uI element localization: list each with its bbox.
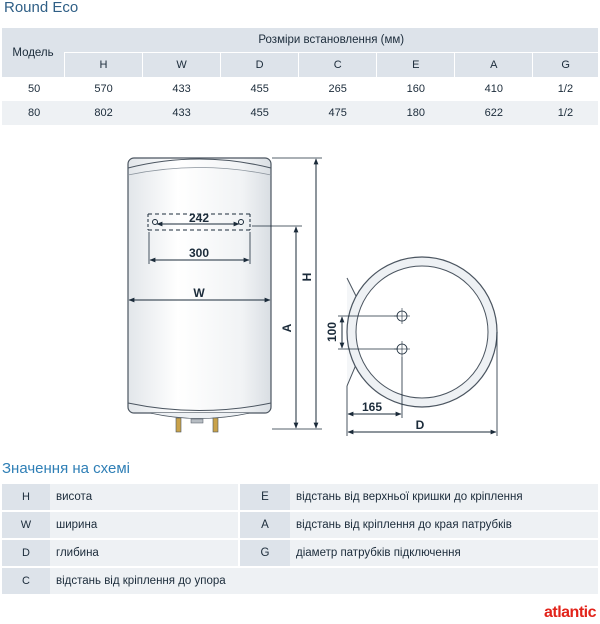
legend-row: W ширина A відстань від кріплення до кра… bbox=[2, 511, 598, 540]
legend-value: діаметр патрубків підключення bbox=[290, 539, 598, 568]
dimension-w-label: W bbox=[193, 286, 205, 300]
table-cell: 1/2 bbox=[532, 101, 598, 125]
table-cell: 265 bbox=[328, 83, 347, 95]
legend-key: W bbox=[2, 511, 50, 540]
legend-title: Значення на схемі bbox=[2, 460, 130, 477]
table-cell: 410 bbox=[484, 83, 504, 95]
table-cell: 455 bbox=[250, 83, 269, 95]
model-cell: 50 bbox=[28, 83, 41, 95]
column-header: H bbox=[63, 52, 143, 77]
legend-key: H bbox=[2, 484, 50, 512]
column-header: A bbox=[454, 52, 533, 77]
pipe-right bbox=[212, 417, 219, 433]
legend-key: D bbox=[2, 539, 50, 568]
column-header: D bbox=[220, 52, 299, 77]
dimensions-group-header: Розміри встановлення (мм) bbox=[64, 28, 598, 53]
dimension-165-label: 165 bbox=[362, 400, 382, 414]
legend-table: H висота E відстань від верхньої кришки … bbox=[2, 484, 598, 596]
table-cell: 802 bbox=[64, 101, 143, 125]
table-cell: 455 bbox=[220, 101, 299, 125]
table-cell: 433 bbox=[142, 101, 221, 125]
table-cell: 433 bbox=[172, 83, 191, 95]
legend-key: C bbox=[2, 567, 50, 596]
column-header: C bbox=[298, 52, 377, 77]
table-cell: 475 bbox=[298, 101, 377, 125]
dimension-a-label: A bbox=[280, 323, 294, 332]
page-title: Round Eco bbox=[4, 0, 79, 16]
column-header: W bbox=[142, 52, 221, 77]
column-header: G bbox=[532, 52, 598, 77]
legend-key: A bbox=[238, 511, 290, 540]
table-cell: 1/2 bbox=[557, 83, 574, 95]
pipe-left bbox=[175, 417, 182, 433]
legend-value: глибина bbox=[50, 539, 239, 568]
boiler-dimension-drawing: 242 300 W A H 100 bbox=[127, 157, 498, 436]
legend-value: відстань від кріплення до края патрубків bbox=[290, 511, 598, 540]
legend-key: G bbox=[238, 539, 290, 568]
model-header: Модель bbox=[2, 28, 65, 77]
top-view: 100 165 D bbox=[325, 256, 498, 436]
legend-row: D глибина G діаметр патрубків підключенн… bbox=[2, 539, 598, 568]
legend-value: ширина bbox=[50, 511, 239, 540]
brand-logo: atlantic bbox=[543, 604, 597, 621]
legend-value: відстань від кріплення до упора bbox=[50, 567, 598, 596]
dimension-d-label: D bbox=[416, 418, 425, 432]
table-cell: 160 bbox=[406, 83, 425, 95]
dimension-100-label: 100 bbox=[325, 322, 339, 342]
model-cell: 80 bbox=[2, 101, 65, 125]
table-cell: 180 bbox=[376, 101, 455, 125]
legend-value: відстань від верхньої кришки до кріпленн… bbox=[290, 484, 598, 512]
front-view: 242 300 W A H bbox=[127, 157, 322, 433]
dimension-300-label: 300 bbox=[189, 246, 209, 260]
dimension-242-label: 242 bbox=[189, 211, 209, 225]
legend-value: висота bbox=[50, 484, 239, 512]
table-row: 80 802 433 455 475 180 622 1/2 bbox=[2, 101, 598, 125]
column-header: E bbox=[376, 52, 455, 77]
legend-row: H висота E відстань від верхньої кришки … bbox=[2, 484, 598, 512]
dimensions-table: Модель Розміри встановлення (мм) H W D C… bbox=[2, 28, 598, 125]
legend-row: C відстань від кріплення до упора bbox=[2, 567, 598, 596]
legend-key: E bbox=[238, 484, 290, 512]
table-cell: 570 bbox=[94, 83, 113, 95]
dimension-h-label: H bbox=[300, 273, 314, 282]
table-row: 50 570 433 455 265 160 410 1/2 bbox=[2, 77, 598, 101]
table-cell: 622 bbox=[454, 101, 533, 125]
